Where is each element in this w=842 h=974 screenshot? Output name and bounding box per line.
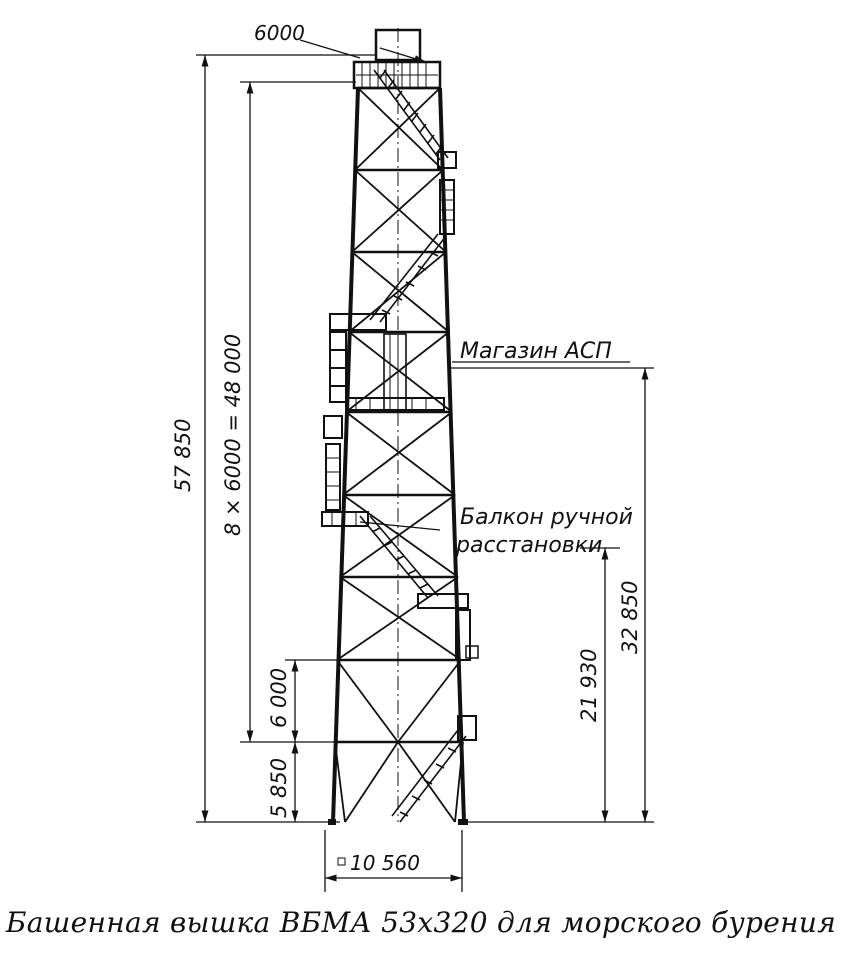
dim-base-panel: 5 850: [267, 758, 291, 818]
dim-panels: 8 × 6000 = 48 000: [221, 334, 245, 536]
figure-caption: Башенная вышка ВБМА 53х320 для морского …: [5, 906, 837, 939]
right-leg: [438, 87, 466, 823]
dim-panel: 6 000: [267, 668, 291, 728]
label-balcony-line1: Балкон ручной: [460, 505, 633, 530]
stairway-upper: [373, 69, 449, 161]
tower-structure: [321, 28, 479, 825]
cross-bracing: [334, 87, 464, 823]
dim-base-width: 10 560: [350, 851, 420, 875]
asp-platform: [329, 313, 445, 411]
dimension-lines: [196, 39, 654, 892]
dim-total-height: 57 850: [171, 419, 195, 492]
racking-balcony: [321, 511, 369, 527]
dim-top-width: 6000: [254, 21, 305, 45]
dim-asp-height: 32 850: [618, 581, 642, 654]
dim-balcony-height: 21 930: [577, 649, 601, 722]
label-asp-store: Магазин АСП: [460, 339, 612, 364]
left-leg: [331, 87, 360, 823]
label-balcony-line2: расстановки: [455, 533, 602, 558]
